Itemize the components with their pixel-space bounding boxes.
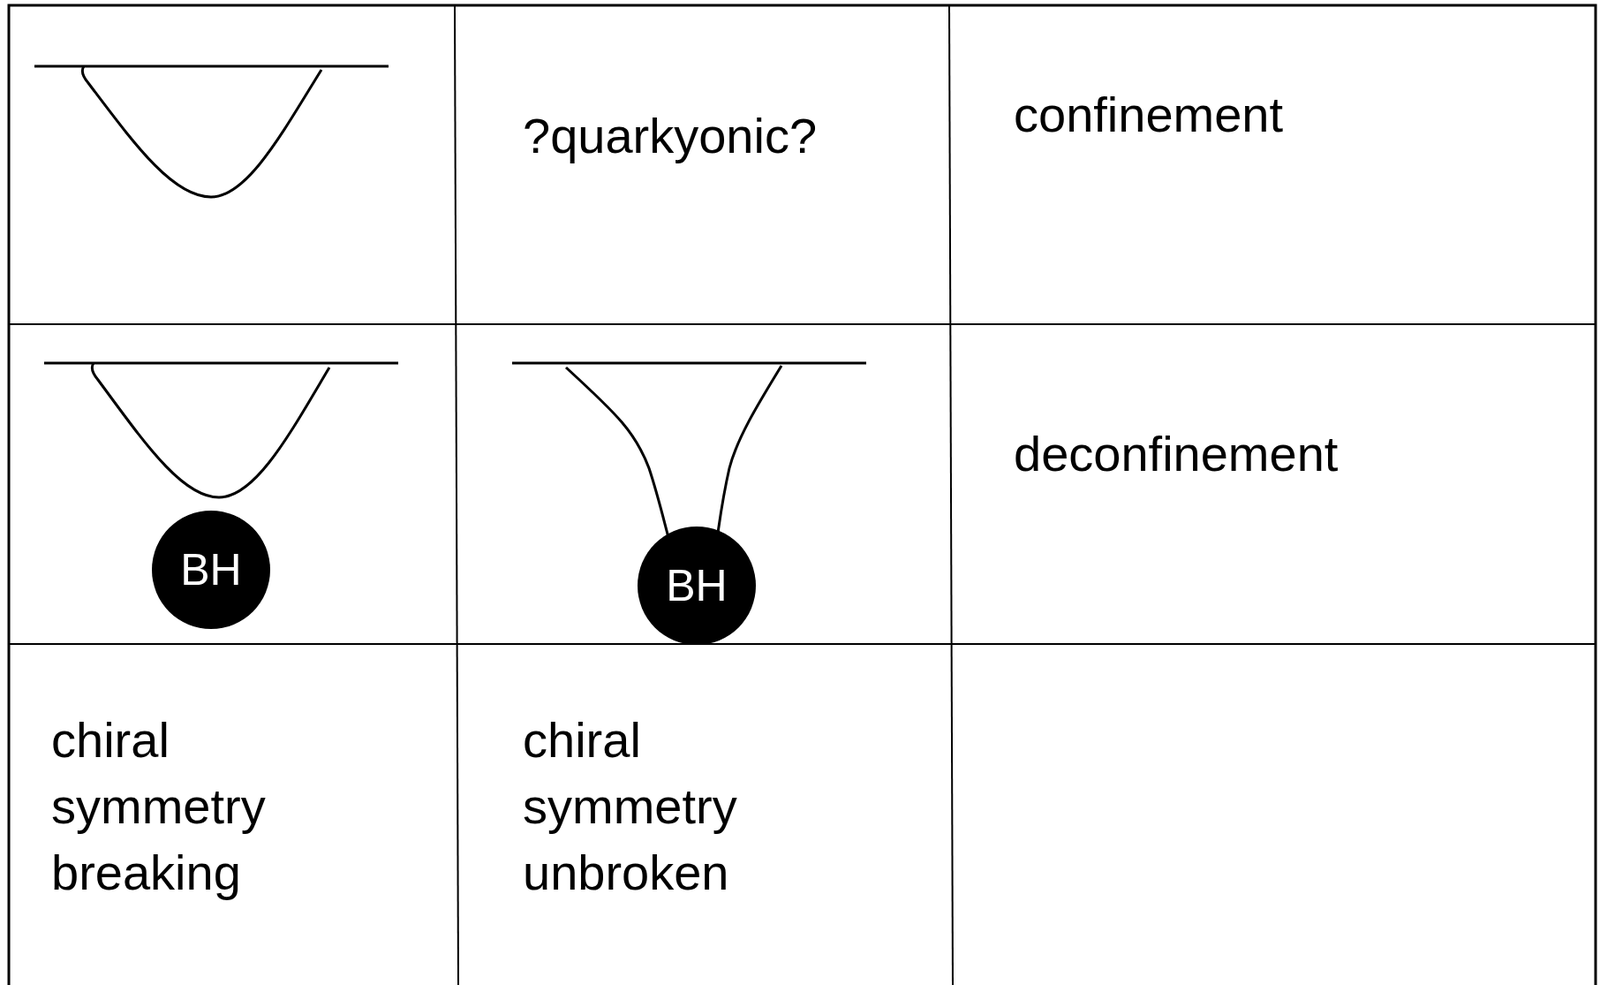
boundary-line [34, 65, 389, 68]
string-straight [566, 367, 670, 541]
black-hole-circle: BH [637, 526, 756, 645]
symmetry-label: chiral symmetry breaking [51, 706, 317, 906]
string-u [82, 66, 322, 197]
outer-frame [8, 5, 1596, 985]
string-straight [716, 365, 782, 539]
phase-label: confinement [1013, 81, 1562, 148]
grid-line [8, 323, 1596, 325]
boundary-line [512, 362, 867, 365]
black-hole-label: BH [180, 547, 242, 592]
black-hole-label: BH [665, 563, 727, 608]
phase-label: ?quarkyonic? [522, 102, 982, 169]
grid-line [949, 5, 953, 985]
black-hole-circle: BH [151, 510, 271, 629]
grid-line [8, 642, 1596, 645]
symmetry-label: chiral symmetry unbroken [522, 706, 788, 906]
grid-line [454, 5, 459, 985]
phase-label: deconfinement [1013, 420, 1562, 487]
string-u [91, 362, 330, 498]
boundary-line [44, 362, 399, 365]
